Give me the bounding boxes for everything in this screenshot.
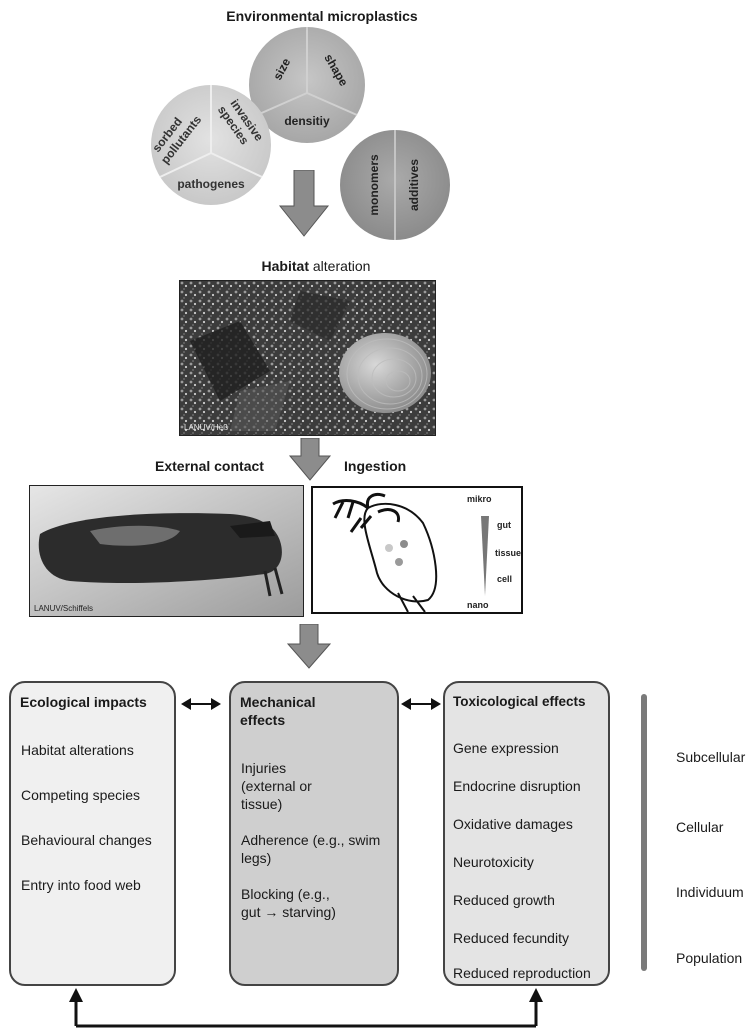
scale-tissue-label: tissue (495, 548, 521, 558)
toxicological-item: Gene expression (453, 740, 559, 756)
diagram-title: Environmental microplastics (226, 8, 418, 24)
external-contact-label: External contact (155, 458, 264, 474)
toxicological-item: Reduced fecundity (453, 930, 569, 946)
ecological-item: Entry into food web (21, 877, 141, 893)
arrow-down-1 (278, 170, 330, 237)
habitat-photo: LANUV/Heß (179, 280, 436, 436)
ecological-item: Competing species (21, 787, 141, 803)
ingestion-label: Ingestion (344, 458, 407, 474)
toxicological-effects-box: Toxicological effects Gene expression En… (443, 681, 610, 986)
microplastics-circles: size shape densitiy sorbedpollutants inv… (149, 27, 450, 240)
double-arrow-right (401, 698, 441, 710)
ecological-item: Behavioural changes (21, 832, 152, 848)
double-arrow-left (181, 698, 221, 710)
level-individuum: Individuum (676, 884, 744, 900)
ingestion-drawing: mikro gut tissue cell nano (332, 493, 521, 613)
scale-gut-label: gut (497, 520, 511, 530)
ingestion-panel: mikro gut tissue cell nano (311, 486, 523, 614)
toxicological-effects-title: Toxicological effects (453, 694, 586, 709)
scale-cell-label: cell (497, 574, 512, 584)
arrow-down-2 (288, 438, 332, 481)
mechanical-effects-box: Mechanical effects Injuries (external or… (229, 681, 399, 986)
larva-image (30, 486, 303, 616)
level-population: Population (676, 950, 743, 966)
ecological-impacts-title: Ecological impacts (20, 694, 147, 710)
associated-circle: sorbedpollutants invasivespecies pathoge… (149, 85, 271, 205)
feedback-arrow (69, 988, 543, 1028)
habitat-photo-image (180, 281, 435, 435)
toxicological-item: Endocrine disruption (453, 778, 581, 794)
level-scale-bar (641, 694, 647, 971)
mechanical-item: Blocking (e.g., gut → starving) (241, 886, 336, 920)
habitat-title: Habitat alteration (261, 258, 371, 274)
toxicological-item: Reduced reproduction (453, 965, 591, 981)
properties-circle: size shape densitiy (249, 27, 365, 143)
external-contact-photo: LANUV/Schiffels (29, 485, 304, 617)
ecological-item: Habitat alterations (21, 742, 134, 758)
level-subcellular: Subcellular (676, 749, 746, 765)
level-cellular: Cellular (676, 819, 724, 835)
external-photo-credit: LANUV/Schiffels (34, 604, 93, 613)
scale-mikro-label: mikro (467, 494, 492, 504)
habitat-photo-credit: LANUV/Heß (184, 423, 229, 432)
additives-label: additives (407, 159, 421, 211)
mechanical-item: Injuries (external or tissue) (241, 760, 312, 812)
chemicals-circle: monomers additives (340, 130, 450, 240)
toxicological-item: Neurotoxicity (453, 854, 534, 870)
pathogens-label: pathogenes (177, 177, 245, 191)
mechanical-item: Adherence (e.g., swim legs) (241, 832, 381, 866)
toxicological-item: Oxidative damages (453, 816, 573, 832)
scale-nano-label: nano (467, 600, 489, 610)
density-label: densitiy (284, 114, 330, 128)
monomers-label: monomers (367, 154, 381, 216)
mechanical-effects-title: Mechanical effects (240, 694, 316, 728)
arrow-down-3 (286, 624, 332, 669)
ecological-impacts-box: Ecological impacts Habitat alterations C… (9, 681, 176, 986)
toxicological-item: Reduced growth (453, 892, 555, 908)
